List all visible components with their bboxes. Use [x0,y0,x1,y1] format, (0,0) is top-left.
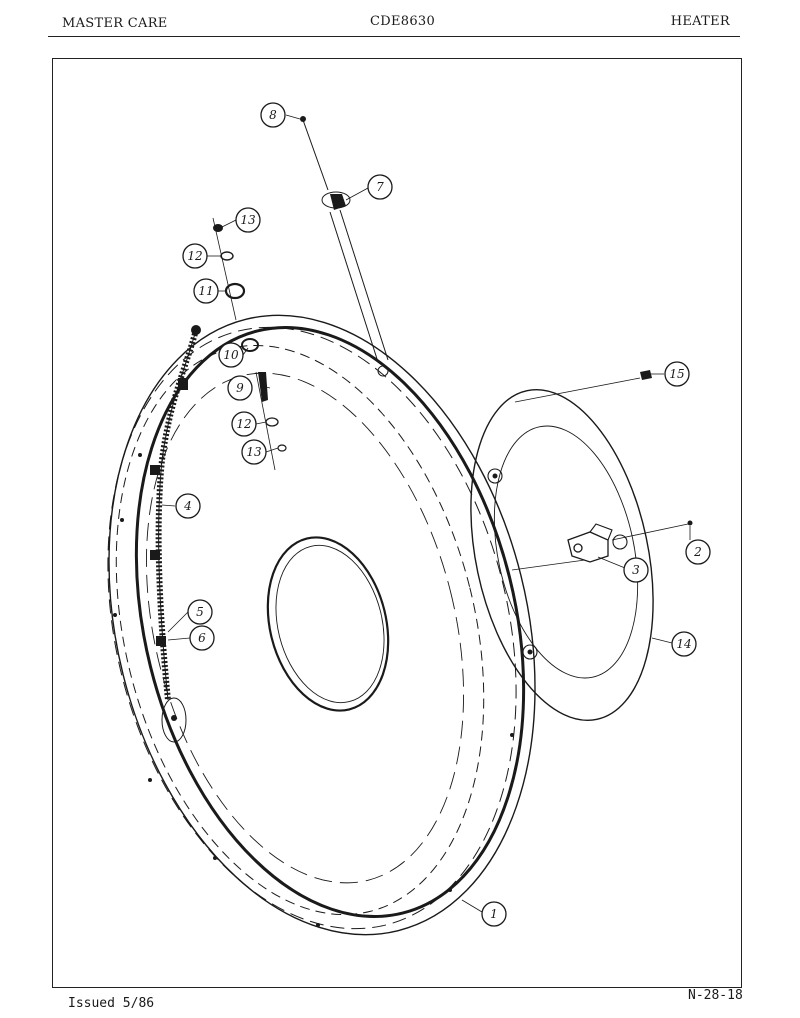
rear-cover-plate [470,370,654,721]
heating-element-coil [150,325,201,701]
callout-8: 8 [260,102,286,128]
callout-15-label: 15 [669,367,684,381]
issued-date: Issued 5/86 [68,996,155,1011]
callout-6: 6 [189,625,215,651]
callout-1: 1 [481,901,507,927]
terminal-hardware-upper [212,217,246,321]
model-number: CDE8630 [370,14,436,29]
callout-9: 9 [227,375,253,401]
callout-10-label: 10 [223,348,239,362]
callout-4: 4 [175,493,201,519]
callout-10: 10 [218,342,244,368]
callout-3: 3 [623,557,649,583]
callout-7-label: 7 [376,180,384,194]
heater-drum [107,314,536,936]
page-header: MASTER CARE CDE8630 HEATER [48,14,740,37]
callout-11-label: 11 [198,284,213,298]
callout-3-label: 3 [632,563,640,577]
thermostat-tube [300,116,389,363]
callout-5-label: 5 [196,605,204,619]
callout-2: 2 [685,539,711,565]
mounting-bracket [511,520,693,571]
callout-15: 15 [664,361,690,387]
brand-title: MASTER CARE [62,16,168,31]
callout-11: 11 [193,278,219,304]
callout-12-upper-label: 12 [187,249,202,263]
callout-5: 5 [187,599,213,625]
callout-12-upper: 12 [182,243,208,269]
callout-7: 7 [367,174,393,200]
callout-12-lower-label: 12 [236,417,251,431]
callout-1-label: 1 [490,907,498,921]
callout-6-label: 6 [198,631,206,645]
callout-4-label: 4 [183,499,192,513]
callout-9-label: 9 [236,381,244,395]
callout-13-upper-label: 13 [240,213,256,227]
leader-lines [161,114,691,913]
callout-2-label: 2 [693,545,702,559]
page-code: N-28-18 [688,988,743,1003]
callout-13-lower-label: 13 [246,445,262,459]
section-title: HEATER [670,14,730,29]
diagram-frame [52,58,742,988]
callout-8-label: 8 [269,108,277,122]
callout-14: 14 [671,631,697,657]
callout-12-lower: 12 [231,411,257,437]
callout-13-lower: 13 [241,439,267,465]
callout-14-label: 14 [676,637,691,651]
callout-13-upper: 13 [235,207,261,233]
